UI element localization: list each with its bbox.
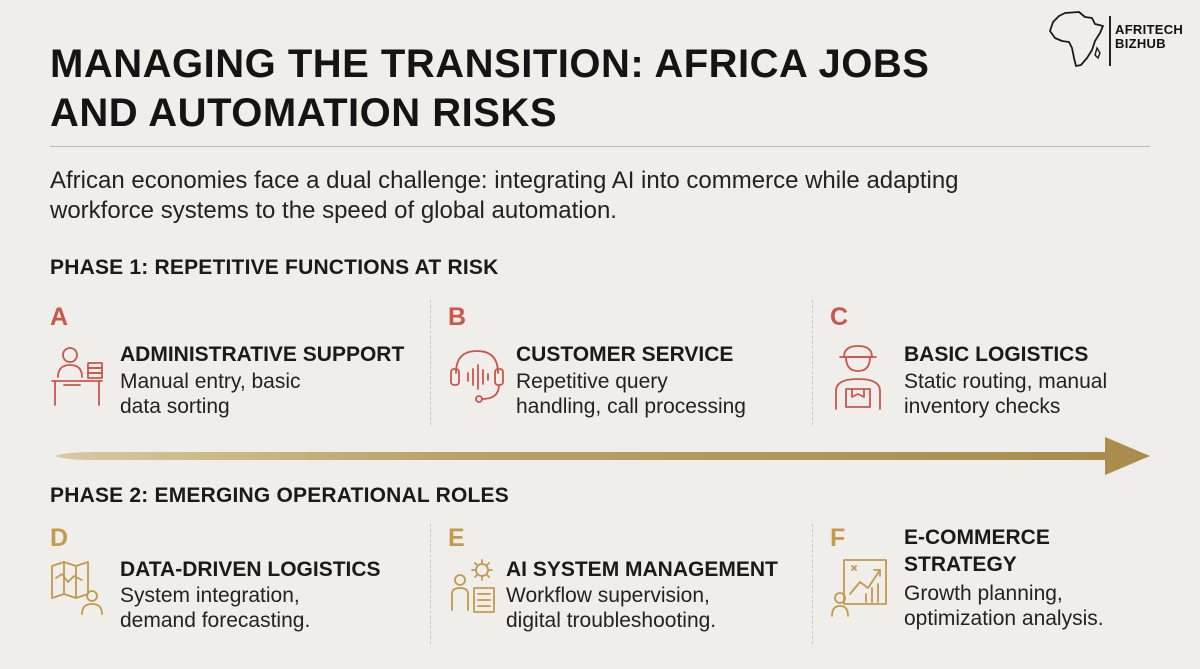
card-description: Growth planning, optimization analysis. — [904, 581, 1104, 631]
card-e-commerce-strategy: F E-COMMERCE STRATEGY Growth planning, o… — [830, 524, 1160, 644]
card-letter: D — [50, 524, 69, 552]
card-description-line: handling, call processing — [516, 395, 746, 418]
card-description-line: Growth planning, — [904, 582, 1063, 605]
card-title-line: STRATEGY — [904, 553, 1017, 576]
card-title: ADMINISTRATIVE SUPPORT — [120, 343, 405, 366]
card-letter: E — [448, 524, 465, 552]
logo-line-1: AFRITECH — [1115, 22, 1184, 37]
card-description-line: optimization analysis. — [904, 607, 1104, 630]
logo-text: AFRITECH BIZHUB — [1115, 23, 1183, 51]
card-description-line: Workflow supervision, — [506, 584, 710, 607]
card-title: E-COMMERCE STRATEGY — [904, 524, 1050, 578]
card-letter: F — [830, 524, 846, 552]
card-ai-system-management: E AI SYSTEM MANAGEMENT Workflow supervis… — [448, 524, 808, 644]
phase-1-heading: PHASE 1: REPETITIVE FUNCTIONS AT RISK — [50, 256, 499, 279]
intro-line-2: workforce systems to the speed of global… — [50, 197, 617, 224]
card-administrative-support: A ADMINISTRATIVE SUPPORT Manual entry, b… — [50, 303, 430, 423]
ai-manager-icon — [451, 559, 495, 613]
card-customer-service: B CUSTOMER SERVICE Repetitive query hand… — [448, 303, 808, 423]
card-title-line: E-COMMERCE — [904, 526, 1050, 549]
column-divider — [430, 524, 431, 644]
card-description: System integration, demand forecasting. — [120, 583, 310, 633]
office-worker-icon — [51, 347, 103, 406]
card-description-line: data sorting — [120, 395, 230, 418]
card-title: AI SYSTEM MANAGEMENT — [506, 558, 778, 581]
card-description-line: Repetitive query — [516, 370, 668, 393]
card-letter: C — [830, 303, 849, 331]
intro-line-1: African economies face a dual challenge:… — [50, 167, 959, 194]
column-divider — [812, 300, 813, 425]
card-basic-logistics: C BASIC LOGISTICS Static routing, manual… — [830, 303, 1160, 423]
card-title: DATA-DRIVEN LOGISTICS — [120, 558, 381, 581]
card-description-line: demand forecasting. — [120, 609, 311, 632]
card-description-line: Manual entry, basic — [120, 370, 301, 393]
card-letter: A — [50, 303, 69, 331]
phase-2-heading: PHASE 2: EMERGING OPERATIONAL ROLES — [50, 484, 509, 507]
title-line-1: MANAGING THE TRANSITION: AFRICA JOBS — [50, 42, 930, 86]
card-description: Workflow supervision, digital troublesho… — [506, 583, 716, 633]
africa-map-icon — [1049, 11, 1104, 67]
growth-chart-icon — [831, 559, 887, 617]
card-description: Manual entry, basic data sorting — [120, 369, 301, 419]
map-analyst-icon — [51, 561, 103, 615]
column-divider — [812, 524, 813, 644]
card-title: BASIC LOGISTICS — [904, 343, 1089, 366]
logo-divider — [1109, 16, 1111, 66]
page-title: MANAGING THE TRANSITION: AFRICA JOBS AND… — [50, 40, 1050, 138]
delivery-worker-icon — [835, 345, 881, 410]
title-divider — [50, 146, 1150, 147]
card-description-line: inventory checks — [904, 395, 1061, 418]
afritech-logo: AFRITECH BIZHUB — [1045, 8, 1193, 74]
transition-arrow-icon — [55, 437, 1150, 475]
title-line-2: AND AUTOMATION RISKS — [50, 91, 558, 135]
card-description: Static routing, manual inventory checks — [904, 369, 1107, 419]
card-description: Repetitive query handling, call processi… — [516, 369, 746, 419]
headset-icon — [450, 350, 504, 403]
logo-line-2: BIZHUB — [1115, 36, 1166, 51]
column-divider — [430, 300, 431, 425]
card-data-driven-logistics: D DATA-DRIVEN LOGISTICS System integrati… — [50, 524, 430, 644]
card-description-line: System integration, — [120, 584, 300, 607]
card-description-line: Static routing, manual — [904, 370, 1108, 393]
intro-text: African economies face a dual challenge:… — [50, 166, 1140, 226]
card-letter: B — [448, 303, 467, 331]
card-title: CUSTOMER SERVICE — [516, 343, 734, 366]
card-description-line: digital troubleshooting. — [506, 609, 717, 632]
